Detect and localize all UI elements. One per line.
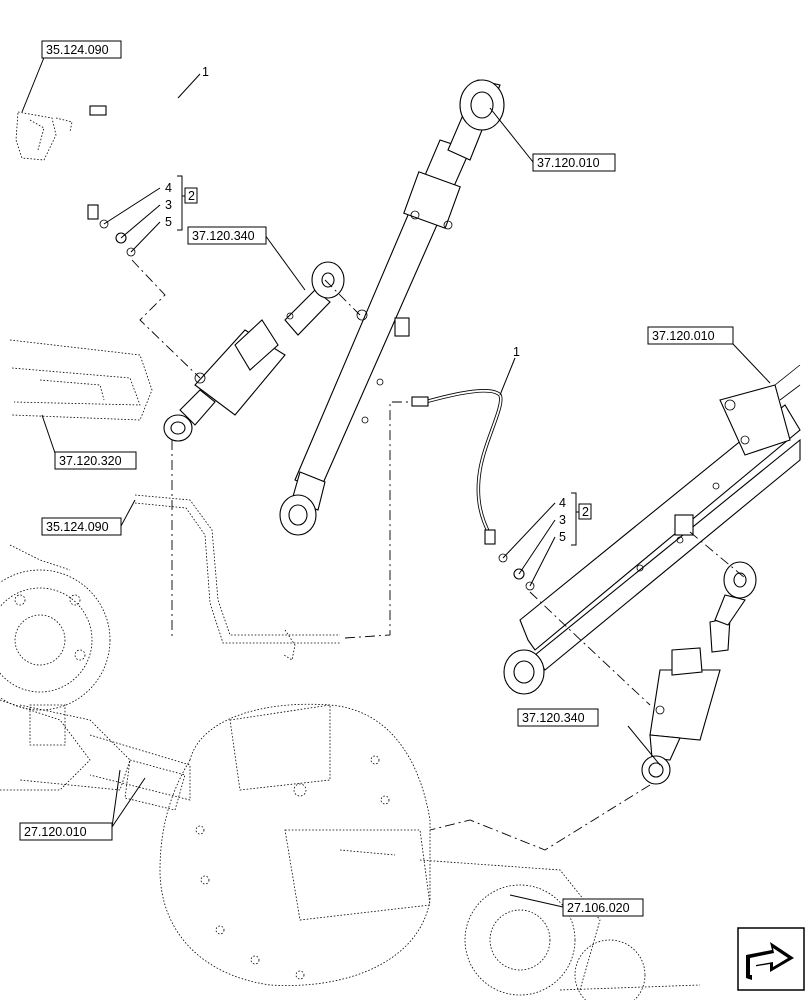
ref-label-35-124-090-top[interactable]: 35.124.090 [21, 40, 122, 113]
phantom-bracket-top-left [15, 111, 73, 161]
svg-text:37.120.010: 37.120.010 [537, 156, 600, 170]
ref-label-37-120-010-right[interactable]: 37.120.010 [647, 326, 771, 384]
svg-text:37.120.320: 37.120.320 [59, 454, 122, 468]
svg-text:5: 5 [165, 215, 172, 229]
hydraulic-hose-left [87, 94, 181, 257]
svg-text:4: 4 [165, 181, 172, 195]
phantom-pipe [134, 494, 340, 661]
ref-label-35-124-090-mid[interactable]: 35.124.090 [41, 499, 136, 536]
svg-text:27.120.010: 27.120.010 [24, 825, 87, 839]
svg-text:3: 3 [559, 513, 566, 527]
svg-text:5: 5 [559, 530, 566, 544]
callout-hose-right: 1 [499, 345, 520, 396]
svg-text:35.124.090: 35.124.090 [46, 520, 109, 534]
svg-text:3: 3 [165, 198, 172, 212]
callout-set-left: 4 3 5 2 [103, 175, 198, 253]
callout-hose-left: 1 [177, 65, 209, 99]
svg-text:2: 2 [582, 505, 589, 519]
arrow-navigation-icon[interactable] [737, 927, 805, 991]
callout-set-right: 4 3 5 2 [502, 492, 592, 587]
phantom-differential-housing [159, 703, 701, 1005]
ref-label-37-120-340-right[interactable]: 37.120.340 [517, 708, 661, 766]
hydraulic-cylinder-right [641, 561, 757, 785]
svg-text:1: 1 [202, 65, 209, 79]
svg-text:2: 2 [188, 189, 195, 203]
assembly-center-lines [131, 259, 746, 851]
hydraulic-hose-right [411, 389, 535, 591]
phantom-tractor-arm-left [9, 339, 153, 421]
svg-text:27.106.020: 27.106.020 [567, 901, 630, 915]
ref-label-37-120-340-left[interactable]: 37.120.340 [187, 226, 306, 291]
top-link-left [279, 79, 505, 536]
ref-label-37-120-010-left[interactable]: 37.120.010 [489, 107, 616, 172]
svg-text:37.120.340: 37.120.340 [522, 711, 585, 725]
ref-label-37-120-320[interactable]: 37.120.320 [41, 414, 137, 470]
ref-label-27-120-010[interactable]: 27.120.010 [19, 769, 146, 841]
phantom-axle-shaft [19, 704, 191, 811]
ref-label-27-106-020[interactable]: 27.106.020 [509, 894, 644, 917]
top-link-right [503, 364, 801, 695]
svg-text:37.120.340: 37.120.340 [192, 229, 255, 243]
hydraulic-cylinder-left [163, 261, 345, 442]
svg-text:35.124.090: 35.124.090 [46, 43, 109, 57]
svg-text:4: 4 [559, 496, 566, 510]
svg-text:37.120.010: 37.120.010 [652, 329, 715, 343]
svg-text:1: 1 [513, 345, 520, 359]
phantom-wheel-hub-left [0, 544, 111, 791]
